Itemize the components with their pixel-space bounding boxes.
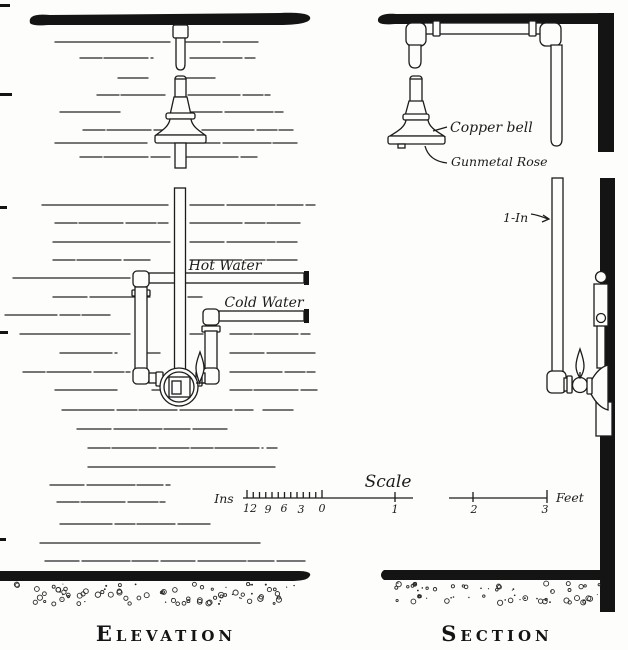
- section-view: Copper bell Gunmetal Rose 1-In: [377, 13, 615, 612]
- floor-elevation: [0, 571, 311, 581]
- mixing-valve: [159, 349, 205, 407]
- floor-texture-section: [394, 580, 601, 606]
- riser-pipe: [173, 187, 187, 371]
- svg-text:9: 9: [265, 503, 272, 516]
- floor-texture-elevation: [13, 581, 295, 607]
- wall-hatching: [4, 41, 318, 562]
- cold-water-pipe: [195, 308, 309, 387]
- scale-unit-feet: Feet: [555, 490, 585, 505]
- shower-rose-section: [387, 75, 447, 149]
- ceiling-elevation: [29, 12, 311, 26]
- scale-unit-ins: Ins: [213, 491, 233, 506]
- svg-text:0: 0: [319, 502, 326, 515]
- section-valve: [546, 346, 613, 437]
- shower-rose-elevation: [153, 75, 208, 169]
- pipe-size-label: 1-In: [503, 210, 528, 225]
- scale-title: Scale: [365, 472, 412, 492]
- svg-text:2: 2: [470, 503, 478, 516]
- svg-text:6: 6: [281, 502, 288, 515]
- pipe-size-arrow: [530, 213, 551, 223]
- wall-upper: [598, 13, 614, 152]
- scale-bar: Scale Ins Feet 12 9 6 3 0 1 2 3: [213, 472, 584, 516]
- copper-bell-label: Copper bell: [450, 120, 533, 136]
- hot-water-label: Hot Water: [188, 258, 263, 274]
- svg-text:3: 3: [298, 503, 305, 516]
- cold-water-label: Cold Water: [224, 295, 304, 311]
- wall-riser-pipe: [550, 44, 564, 373]
- gunmetal-rose-label: Gunmetal Rose: [451, 154, 548, 169]
- copper-bell-leader: [432, 126, 448, 132]
- svg-text:1: 1: [392, 503, 399, 516]
- floor-section: [381, 570, 614, 580]
- wall-edge-marks: [0, 4, 12, 541]
- ceiling-supply-pipe: [172, 24, 189, 71]
- scale-numbers: 12 9 6 3 0 1 2 3: [243, 502, 549, 516]
- elevation-view: Hot Water Cold Water: [0, 4, 318, 607]
- gunmetal-rose-leader: [424, 145, 448, 164]
- hot-water-pipe: [131, 270, 309, 387]
- elevation-title: Elevation: [96, 621, 236, 646]
- wall-bracket: [593, 270, 609, 369]
- scale-line: [243, 490, 548, 503]
- svg-text:12: 12: [243, 502, 257, 515]
- ceiling-pipe-run: [405, 20, 562, 69]
- section-title: Section: [441, 621, 553, 646]
- svg-text:3: 3: [542, 503, 549, 516]
